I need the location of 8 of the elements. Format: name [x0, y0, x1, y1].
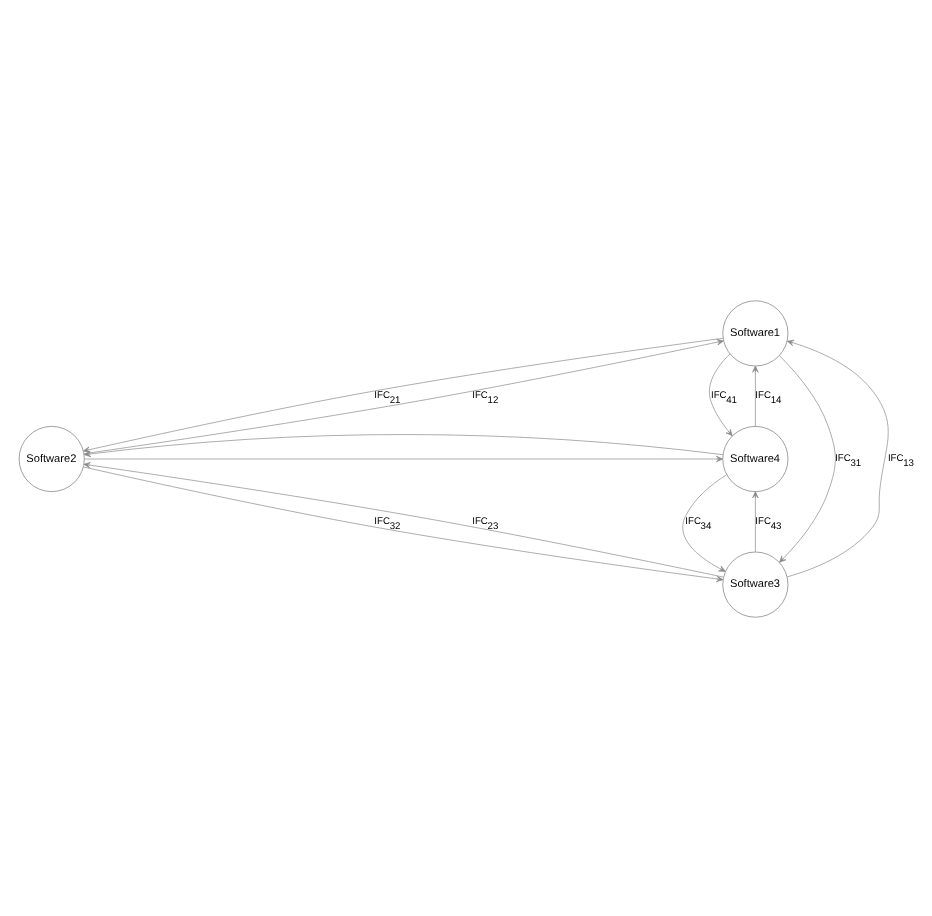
arrow [752, 490, 759, 552]
arrow [779, 354, 836, 562]
arrow [752, 364, 759, 426]
arrow [709, 352, 733, 436]
arrow [84, 454, 723, 462]
arrow [682, 473, 727, 571]
arrow [787, 338, 889, 577]
arrow [84, 433, 724, 457]
